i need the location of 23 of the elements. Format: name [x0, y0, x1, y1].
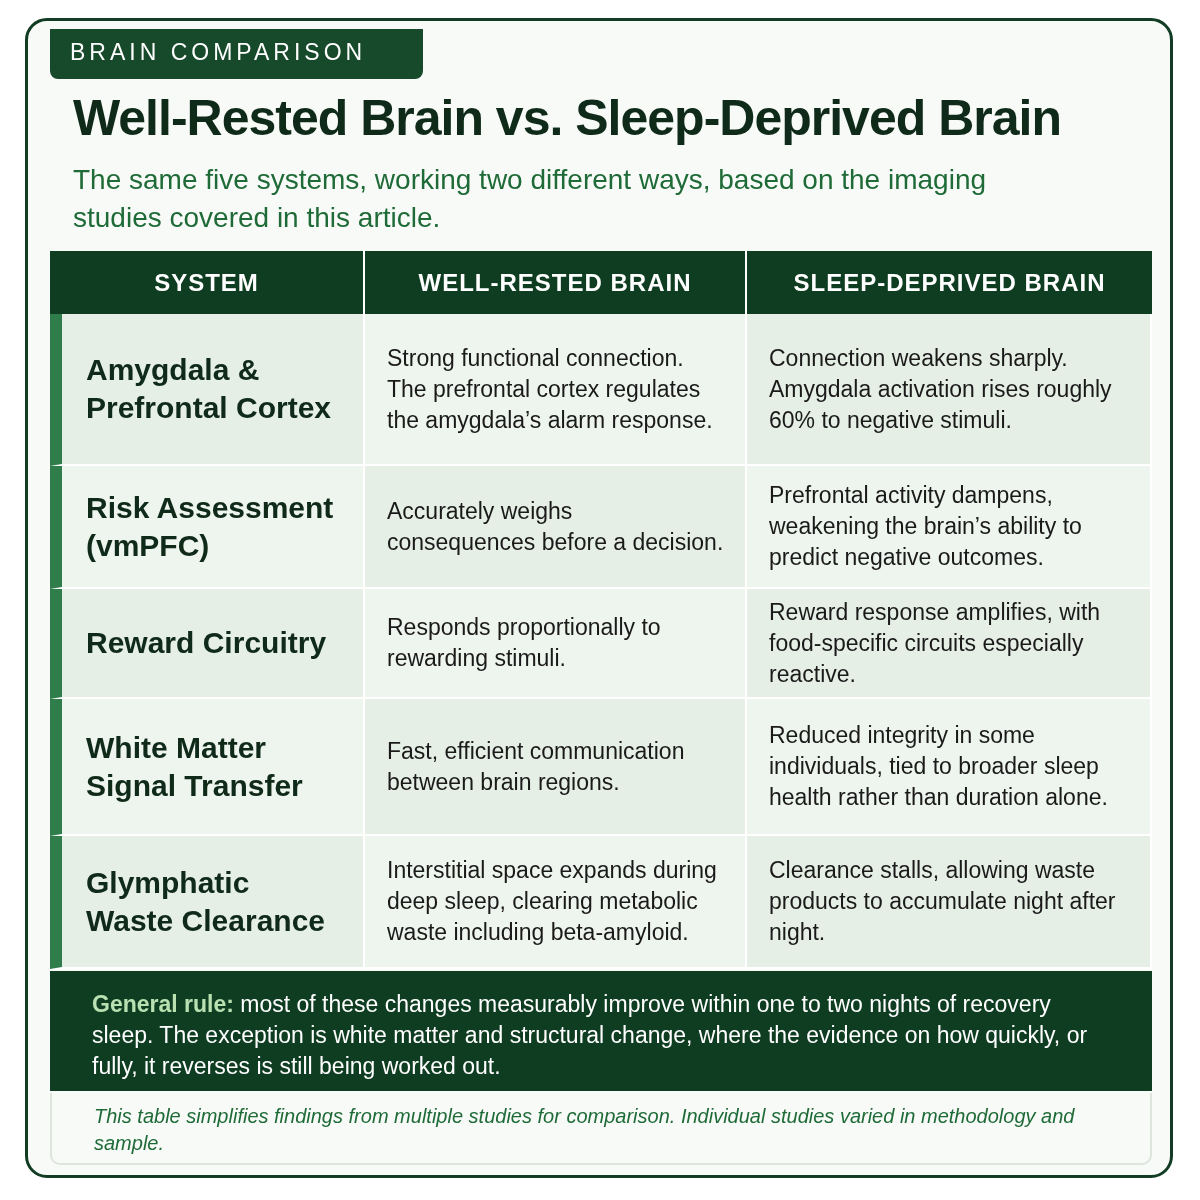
table-cell: Fast, efficient communication between brain regions.: [365, 699, 747, 836]
table-cell: Strong functional connection. The prefrontal cortex regulates the amygdala’s alarm response.: [365, 314, 747, 466]
table-cell: Responds proportionally to rewarding stimuli.: [365, 589, 747, 699]
table-cell: Reduced integrity in some individuals, tied to broader sleep health rather than duration alone.: [747, 699, 1152, 836]
column-header: SYSTEM: [50, 251, 365, 314]
column-header: SLEEP-DEPRIVED BRAIN: [747, 251, 1152, 314]
table-cell: Prefrontal activity dampens, weakening the brain’s ability to predict negative outcomes.: [747, 466, 1152, 589]
footnote: This table simplifies findings from multiple studies for comparison. Individual studies varied in methodology and sample.: [50, 1093, 1152, 1165]
row-heading: Risk Assessment (vmPFC): [50, 466, 365, 589]
title: Well-Rested Brain vs. Sleep-Deprived Brain: [73, 89, 1062, 147]
table-cell: Connection weakens sharply. Amygdala activation rises roughly 60% to negative stimuli.: [747, 314, 1152, 466]
row-heading: White Matter Signal Transfer: [50, 699, 365, 836]
subtitle: The same five systems, working two different ways, based on the imaging studies covered in this article.: [73, 163, 988, 235]
table-cell: Reward response amplifies, with food-specific circuits especially reactive.: [747, 589, 1152, 699]
category-badge: BRAIN COMPARISON: [50, 29, 423, 79]
row-heading: Amygdala & Prefrontal Cortex: [50, 314, 365, 466]
table-cell: Accurately weighs consequences before a decision.: [365, 466, 747, 589]
row-heading: Reward Circuitry: [50, 589, 365, 699]
summary-note: General rule: most of these changes measurably improve within one to two nights of recovery sleep. The exception is white matter and structural change, where the evidence on how quickly, or fully, it reverses is still being worked out.: [50, 971, 1152, 1091]
table-cell: Interstitial space expands during deep sleep, clearing metabolic waste including beta-amyloid.: [365, 836, 747, 969]
row-heading: Glymphatic Waste Clearance: [50, 836, 365, 969]
column-header: WELL-RESTED BRAIN: [365, 251, 747, 314]
table-cell: Clearance stalls, allowing waste products to accumulate night after night.: [747, 836, 1152, 969]
